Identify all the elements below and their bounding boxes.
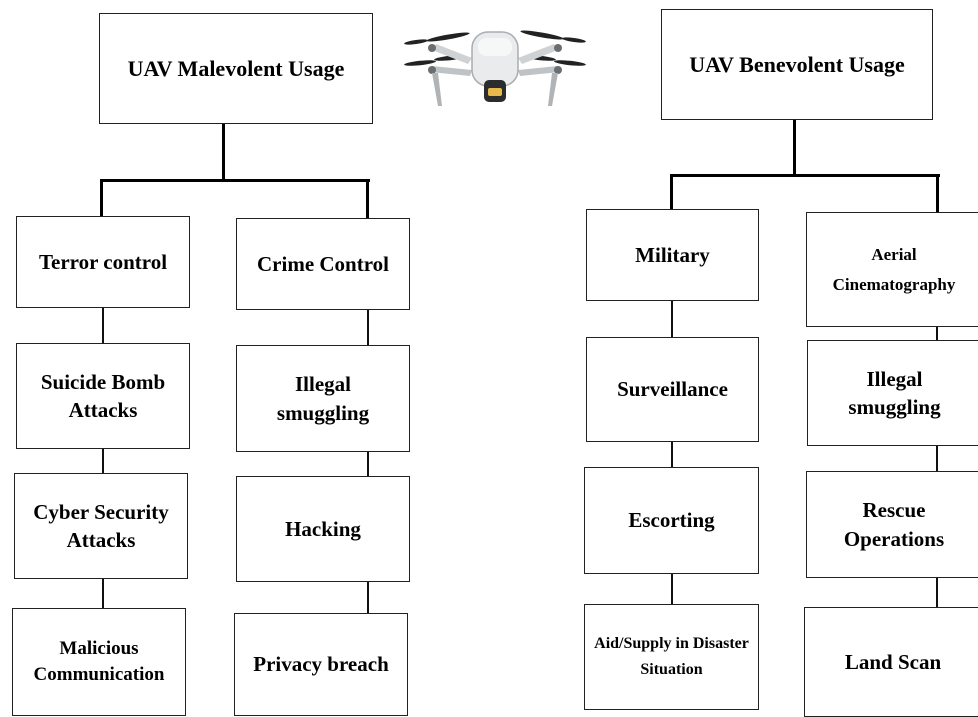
illegal-smuggling-box-right: Illegal smuggling <box>807 340 978 446</box>
connector-line <box>936 174 939 214</box>
malicious-communication-label: Malicious Communication <box>33 638 165 685</box>
connector-line <box>100 179 370 182</box>
rescue-operations-label: Rescue Operations <box>843 498 945 551</box>
land-scan-label: Land Scan <box>844 649 942 674</box>
terror-control-label: Terror control <box>38 249 168 274</box>
connector-line <box>366 179 369 219</box>
connector-line <box>671 441 673 468</box>
military-box: Military <box>586 209 759 301</box>
aerial-cinematography-box: Aerial Cinematography <box>806 212 978 327</box>
crime-control-box: Crime Control <box>236 218 410 310</box>
benevolent-title: UAV Benevolent Usage <box>689 51 905 77</box>
benevolent-title-box: UAV Benevolent Usage <box>661 9 933 120</box>
connector-line <box>102 578 104 609</box>
surveillance-label: Surveillance <box>617 377 728 402</box>
escorting-box: Escorting <box>584 467 759 574</box>
privacy-breach-box: Privacy breach <box>234 613 408 716</box>
connector-line <box>367 451 369 477</box>
suicide-bomb-box: Suicide Bomb Attacks <box>16 343 190 449</box>
connector-line <box>100 179 103 217</box>
cyber-security-label: Cyber Security Attacks <box>33 499 169 552</box>
connector-line <box>936 445 938 472</box>
connector-line <box>670 174 673 210</box>
military-label: Military <box>635 242 710 267</box>
suicide-bomb-label: Suicide Bomb Attacks <box>40 369 166 422</box>
connector-line <box>670 174 940 177</box>
connector-line <box>936 326 938 342</box>
illegal-smuggling-box: Illegal smuggling <box>236 345 410 452</box>
crime-control-label: Crime Control <box>257 251 389 276</box>
malevolent-title: UAV Malevolent Usage <box>127 55 345 81</box>
aid-supply-box: Aid/Supply in Disaster Situation <box>584 604 759 710</box>
connector-line <box>793 118 796 176</box>
connector-line <box>102 307 104 344</box>
connector-line <box>367 581 369 614</box>
surveillance-box: Surveillance <box>586 337 759 442</box>
illegal-smuggling-label-right: Illegal smuggling <box>848 366 941 419</box>
land-scan-box: Land Scan <box>804 607 978 717</box>
rescue-operations-box: Rescue Operations <box>806 471 978 578</box>
aerial-cinematography-label: Aerial Cinematography <box>832 244 956 294</box>
connector-line <box>671 573 673 605</box>
connector-line <box>936 577 938 608</box>
hacking-box: Hacking <box>236 476 410 582</box>
malicious-communication-box: Malicious Communication <box>12 608 186 716</box>
hacking-label: Hacking <box>285 516 361 541</box>
malevolent-title-box: UAV Malevolent Usage <box>99 13 373 124</box>
escorting-label: Escorting <box>628 508 715 533</box>
aid-supply-label: Aid/Supply in Disaster Situation <box>594 635 749 678</box>
privacy-breach-label: Privacy breach <box>253 652 389 677</box>
drone-icon <box>404 30 586 106</box>
cyber-security-box: Cyber Security Attacks <box>14 473 188 579</box>
terror-control-box: Terror control <box>16 216 190 308</box>
illegal-smuggling-label: Illegal smuggling <box>276 372 370 425</box>
connector-line <box>367 309 369 346</box>
connector-line <box>102 448 104 474</box>
connector-line <box>222 123 225 181</box>
connector-line <box>671 300 673 338</box>
